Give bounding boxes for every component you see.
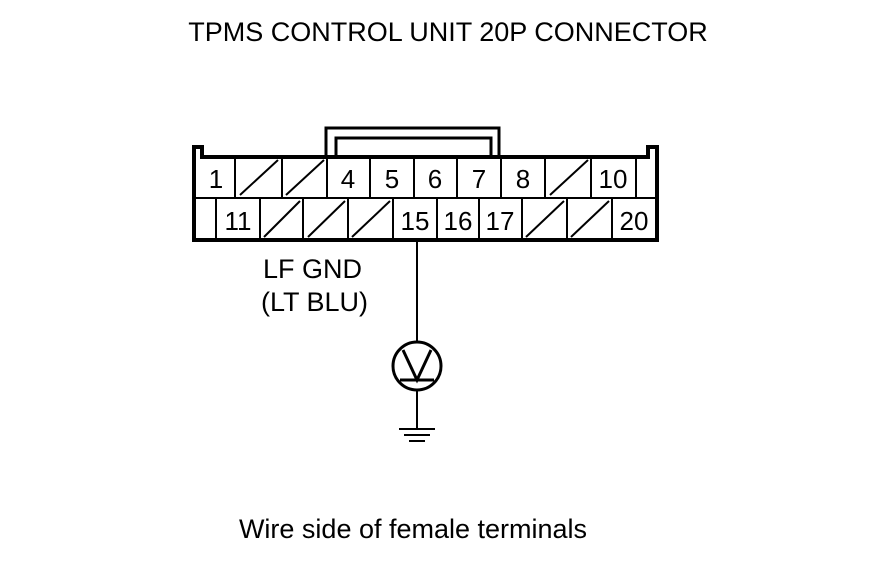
pin-11-label: 11: [225, 206, 252, 236]
pin-14-unused: [351, 200, 391, 238]
pin-20-label: 20: [620, 206, 649, 236]
wire-label-color: (LT BLU): [261, 287, 368, 317]
pin-1-label: 1: [209, 164, 223, 194]
connector-housing: [192, 145, 659, 242]
bottom-row-dividers: [215, 198, 613, 240]
pin-13-unused: [307, 200, 346, 238]
pin-15-label: 15: [401, 206, 430, 236]
pin-18-unused: [525, 200, 565, 238]
pin-10-label: 10: [599, 164, 628, 194]
pin-16-label: 16: [444, 206, 473, 236]
pin-7-label: 7: [472, 164, 486, 194]
diagram-title: TPMS CONTROL UNIT 20P CONNECTOR: [188, 17, 708, 47]
pin-2-unused: [239, 159, 279, 196]
pin-6-label: 6: [428, 164, 442, 194]
pin-19-unused: [570, 200, 610, 238]
pin-4-label: 4: [341, 164, 355, 194]
ground-icon: [399, 428, 435, 442]
connector-20p: 1 4 5 6 7 8 10 11 15 16 17 20: [192, 126, 659, 242]
terminal-side-caption: Wire side of female terminals: [239, 514, 587, 544]
wire-label-name: LF GND: [263, 254, 362, 284]
pin-5-label: 5: [385, 164, 399, 194]
connector-lock-tab: [324, 126, 501, 155]
pin-9-unused: [549, 159, 589, 196]
pin-8-label: 8: [516, 164, 530, 194]
voltmeter-icon: [391, 340, 443, 392]
pin-3-unused: [285, 159, 325, 196]
top-row-dividers: [234, 157, 637, 198]
pin-12-unused: [263, 200, 301, 238]
pin-17-label: 17: [486, 206, 515, 236]
